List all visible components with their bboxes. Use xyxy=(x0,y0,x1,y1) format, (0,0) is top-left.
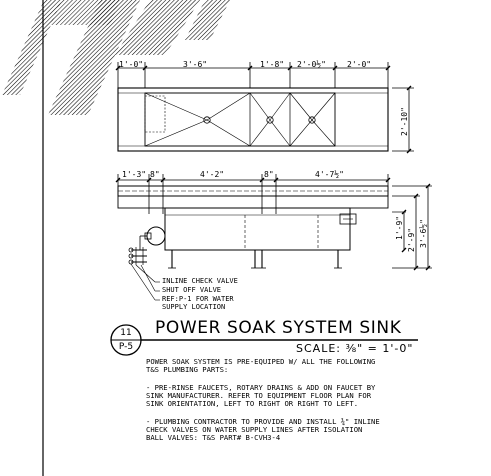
elev-dim-2: 8" xyxy=(150,170,160,179)
note-item2-3: BALL VALVES: T&S PART# B-CVH3-4 xyxy=(146,433,281,442)
detail-number: 11 xyxy=(120,328,132,338)
callout-ref-1: REF:P-1 FOR WATER xyxy=(162,295,234,303)
elev-height-mid: 2'-9" xyxy=(407,227,416,252)
note-intro-2: T&S PLUMBING PARTS: xyxy=(146,365,229,374)
note-item2-2: CHECK VALVES ON WATER SUPPLY LINES AFTER… xyxy=(146,425,363,434)
note-intro-1: POWER SOAK SYSTEM IS PRE-EQUIPED W/ ALL … xyxy=(146,357,376,366)
detail-title: POWER SOAK SYSTEM SINK xyxy=(155,318,402,338)
callout-ref-2: SUPPLY LOCATION xyxy=(162,303,226,311)
plan-dim-2: 3'-6" xyxy=(183,60,208,69)
callout-shut-off: SHUT OFF VALVE xyxy=(162,286,222,294)
watermark-hatch xyxy=(2,0,230,115)
detail-bubble xyxy=(110,324,418,356)
detail-scale: SCALE: ⅜" = 1'-0" xyxy=(296,342,414,355)
plan-dim-1: 1'-0" xyxy=(119,60,144,69)
elev-dim-5: 4'-7½" xyxy=(315,170,344,179)
callout-check-valve: INLINE CHECK VALVE xyxy=(162,277,238,285)
elev-dim-1: 1'-3" xyxy=(122,170,147,179)
elev-height-total: 3'-6½" xyxy=(419,219,428,248)
note-item2-1: - PLUMBING CONTRACTOR TO PROVIDE AND INS… xyxy=(146,417,380,426)
plan-dim-4: 2'-0½" xyxy=(297,60,326,69)
plan-dim-3: 1'-8" xyxy=(260,60,285,69)
dimension-ticks xyxy=(115,65,431,271)
plan-view xyxy=(117,62,414,152)
detail-sheet: P-5 xyxy=(118,342,134,352)
plan-dim-5: 2'-0" xyxy=(347,60,372,69)
note-item1-2: SINK MANUFACTURER. REFER TO EQUIPMENT FL… xyxy=(146,391,372,400)
note-item1-1: - PRE-RINSE FAUCETS, ROTARY DRAINS & ADD… xyxy=(146,383,376,392)
plan-depth-dim: 2'-10" xyxy=(400,107,409,136)
elev-height-inner: 1'-9" xyxy=(395,215,404,240)
note-item1-3: SINK ORIENTATION, LEFT TO RIGHT OR RIGHT… xyxy=(146,399,359,408)
elev-dim-4: 8" xyxy=(264,170,274,179)
elev-dim-3: 4'-2" xyxy=(200,170,225,179)
